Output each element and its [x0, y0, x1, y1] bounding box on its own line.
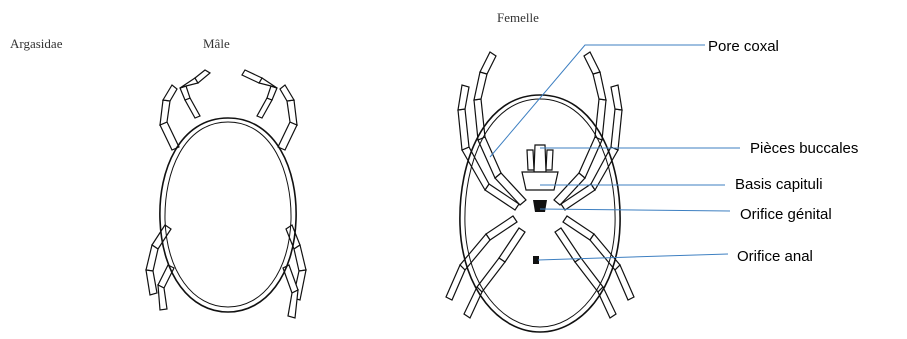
pointer-orifice-genital	[540, 209, 730, 211]
label-orifice-genital: Orifice génital	[740, 206, 832, 223]
family-label: Argasidae	[10, 36, 63, 51]
genital-pore-shape	[533, 200, 547, 212]
male-label: Mâle	[203, 36, 230, 51]
pointer-orifice-anal	[538, 254, 728, 260]
female-body-inner-outline	[465, 99, 615, 327]
male-body-inner-outline	[165, 122, 291, 307]
male-body-outline	[160, 118, 296, 312]
label-pore-coxal: Pore coxal	[708, 38, 779, 55]
female-label: Femelle	[497, 10, 539, 25]
label-orifice-anal: Orifice anal	[737, 248, 813, 265]
male-tick-figure	[146, 70, 306, 318]
label-pieces-buccales: Pièces buccales	[750, 140, 858, 157]
male-legs	[146, 70, 306, 318]
label-basis-capituli: Basis capituli	[735, 176, 823, 193]
female-tick-figure	[446, 52, 634, 332]
female-mouthparts	[522, 145, 558, 190]
